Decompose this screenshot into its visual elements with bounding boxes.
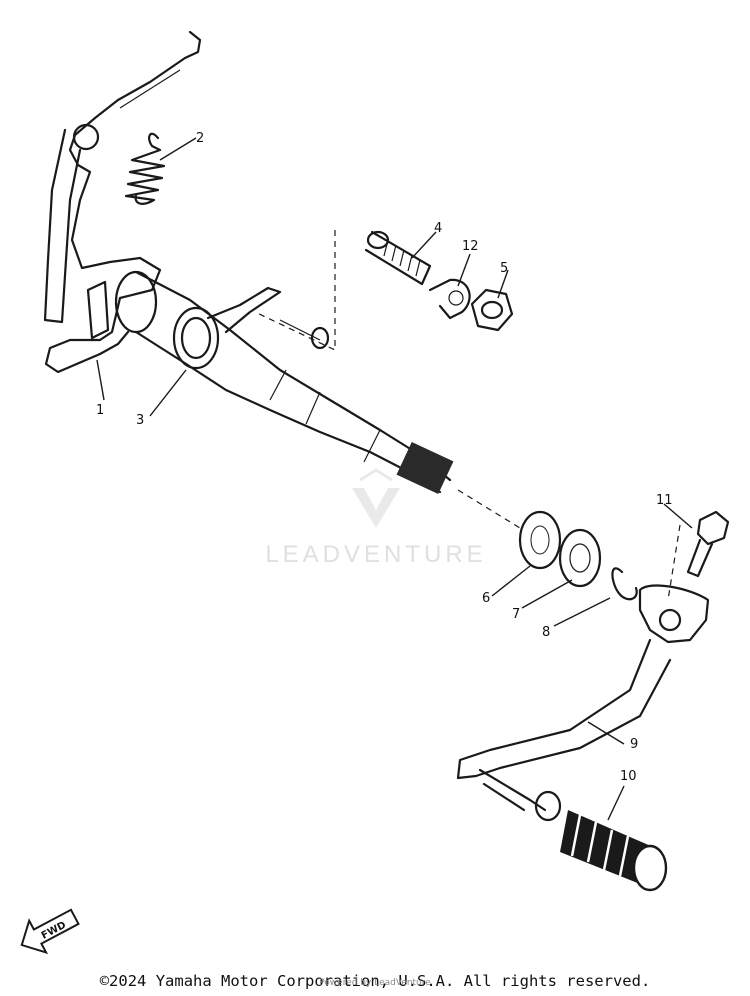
callout-3: 3 (136, 413, 144, 428)
part-8-circlip (611, 567, 638, 601)
callout-9: 9 (630, 737, 638, 752)
part-12-lock-washer (428, 278, 471, 320)
callout-12: 12 (462, 239, 479, 254)
callout-11: 11 (656, 493, 673, 508)
part-5-nut (470, 288, 514, 332)
copyright-footer: ©2024 Yamaha Motor Corporation, U.S.A. A… (99, 972, 651, 990)
callout-10: 10 (620, 769, 637, 784)
callout-7: 7 (512, 607, 520, 622)
callout-1: 1 (96, 403, 104, 418)
callout-2: 2 (196, 131, 204, 146)
part-2-spring (124, 132, 166, 205)
callout-4: 4 (434, 221, 442, 236)
part-11-bolt (686, 510, 730, 578)
watermark-text: LEADVENTURE (265, 541, 487, 568)
part-6-washer (518, 510, 562, 570)
part-4-adjust-bolt (364, 230, 432, 286)
watermark-logo-icon (352, 468, 400, 528)
part-9-shift-pedal (456, 584, 710, 822)
callout-6: 6 (482, 591, 490, 606)
powered-by-text: Powered by LeadVenture (319, 978, 431, 988)
part-1-shift-arm (43, 30, 202, 374)
part-10-pedal-rubber (560, 810, 668, 892)
part-3-shift-shaft (114, 270, 454, 495)
callout-5: 5 (500, 261, 508, 276)
part-7-washer (558, 528, 602, 588)
callout-8: 8 (542, 625, 550, 640)
leader-lines (96, 137, 693, 821)
fwd-arrow-icon: FWD (20, 908, 80, 955)
callouts: 1 2 3 4 5 6 7 8 9 10 11 12 (96, 131, 673, 784)
